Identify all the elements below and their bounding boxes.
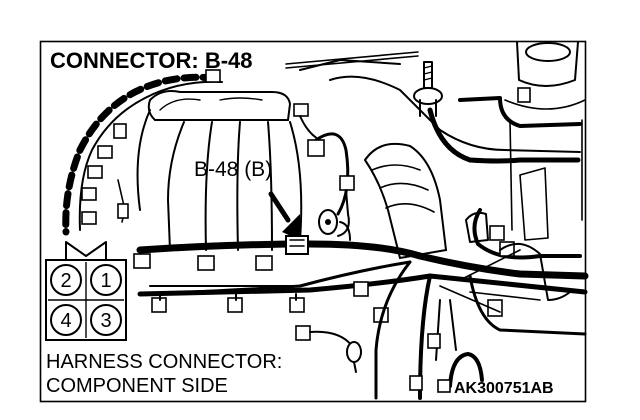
target-connector-b48 (285, 235, 309, 255)
figure-frame (39, 40, 587, 403)
figure-code: AK300751AB (454, 380, 554, 397)
intake-manifold (136, 90, 303, 251)
lower-wiring-harness (133, 240, 589, 400)
figure-code-marker (437, 379, 451, 393)
right-hoses (458, 87, 582, 260)
engine-bay-illustration (62, 41, 589, 400)
pin-label-4: 4 (60, 310, 71, 332)
callout-label: B-48 (B) (194, 158, 272, 181)
connector-lock-tab (65, 241, 107, 261)
pin-label-3: 3 (100, 310, 111, 332)
footer-line-1: HARNESS CONNECTOR: (46, 351, 282, 373)
pin-2 (50, 264, 82, 296)
pin-label-2: 2 (60, 270, 71, 292)
pin-3 (90, 304, 122, 336)
pin-4 (50, 304, 82, 336)
footer-line-2: COMPONENT SIDE (46, 375, 228, 397)
pin-label-1: 1 (100, 270, 111, 292)
title-rule (285, 51, 419, 69)
pin-1 (90, 264, 122, 296)
left-wiring-harness (62, 69, 223, 236)
diagram-title: CONNECTOR: B-48 (50, 48, 253, 73)
upper-sensor-connectors (293, 103, 355, 241)
callout-arrow (268, 191, 300, 240)
connector-pin-face: 2 1 4 3 (45, 241, 127, 341)
reservoir-tank (504, 41, 586, 241)
mounting-bolt (413, 61, 581, 164)
air-intake-hose (299, 59, 581, 260)
